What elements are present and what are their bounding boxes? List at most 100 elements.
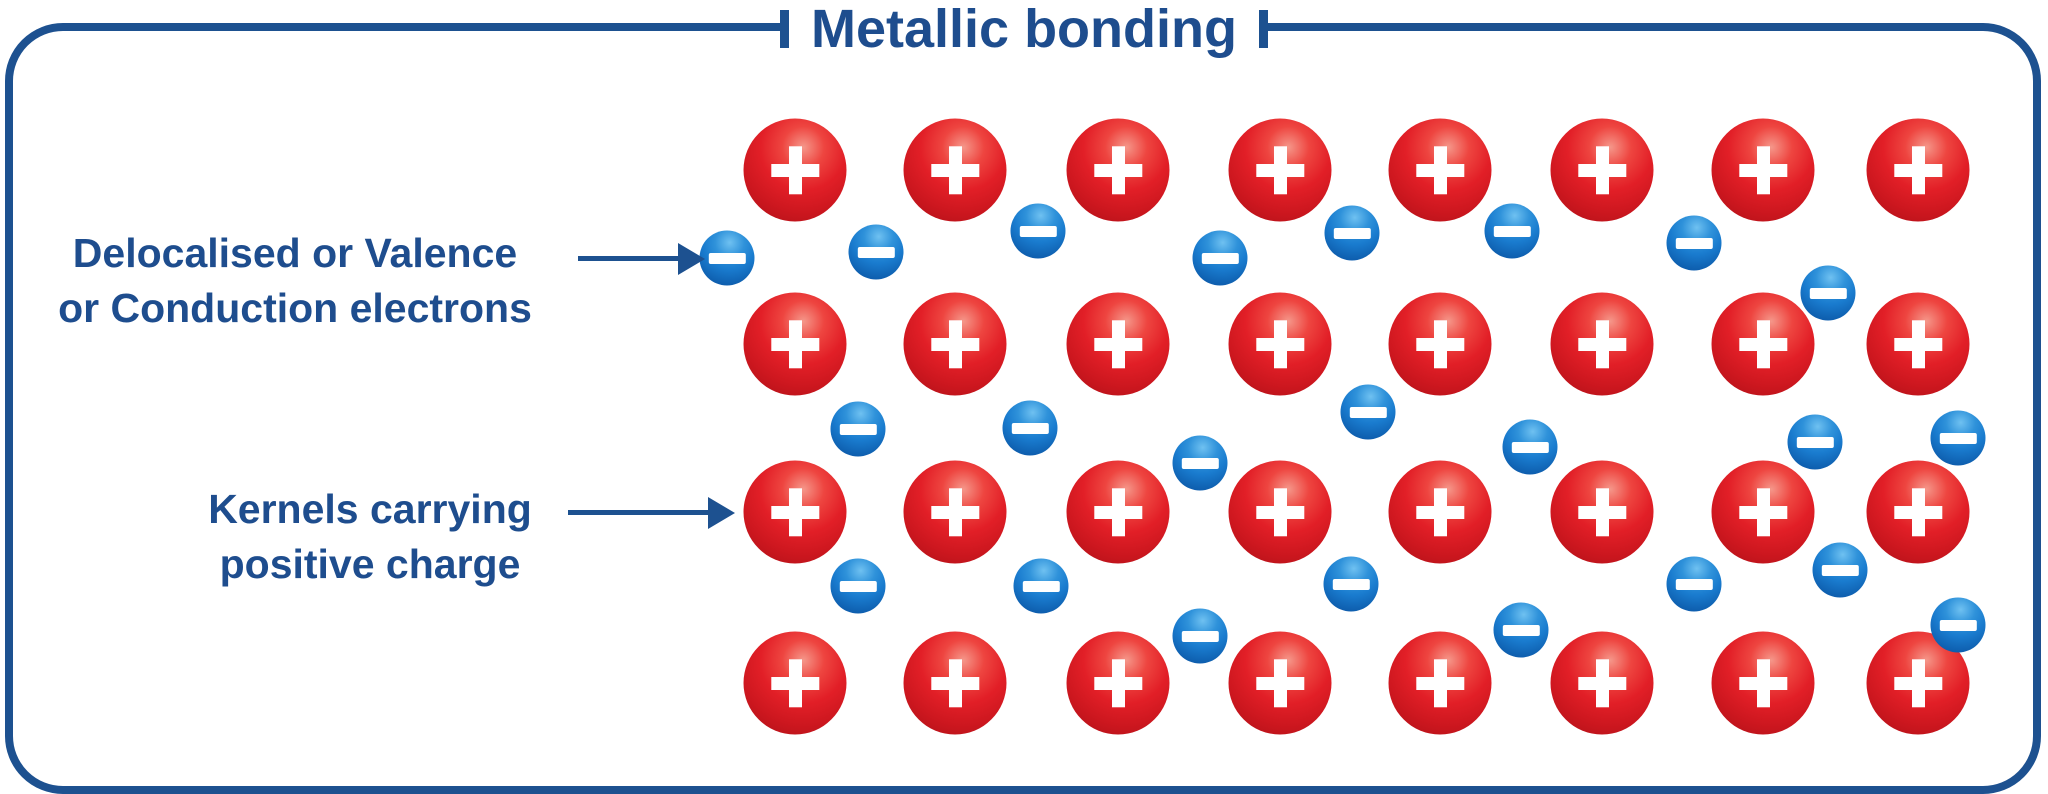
- plus-icon: [1389, 293, 1492, 396]
- electron-sphere: [830, 401, 886, 457]
- minus-icon: [839, 580, 877, 592]
- minus-icon: [1022, 580, 1060, 592]
- plus-icon: [1551, 632, 1654, 735]
- kernel-sphere: [1711, 292, 1815, 396]
- minus-icon: [1332, 578, 1370, 590]
- plus-icon: [1067, 119, 1170, 222]
- kernel-sphere: [1550, 631, 1654, 735]
- electron-sphere: [1013, 558, 1069, 614]
- plus-icon: [1551, 119, 1654, 222]
- kernel-sphere: [1550, 118, 1654, 222]
- kernel-sphere: [1388, 292, 1492, 396]
- minus-icon: [1809, 287, 1847, 299]
- minus-icon: [1349, 406, 1387, 418]
- plus-icon: [1551, 461, 1654, 564]
- electrons-label-line1: Delocalised or Valence: [72, 230, 518, 276]
- minus-icon: [1181, 457, 1219, 469]
- kernel-sphere: [743, 118, 847, 222]
- electron-sphere: [1930, 597, 1986, 653]
- minus-icon: [1502, 624, 1540, 636]
- electron-sphere: [699, 230, 755, 286]
- minus-icon: [1333, 227, 1371, 239]
- plus-icon: [904, 461, 1007, 564]
- plus-icon: [1229, 119, 1332, 222]
- minus-icon: [1511, 441, 1549, 453]
- kernel-sphere: [1866, 118, 1970, 222]
- electron-sphere: [1787, 414, 1843, 470]
- kernel-sphere: [1550, 292, 1654, 396]
- electron-sphere: [1800, 265, 1856, 321]
- minus-icon: [1011, 422, 1049, 434]
- title-band: Metallic bonding: [780, 0, 1268, 58]
- kernel-sphere: [1711, 460, 1815, 564]
- kernel-sphere: [1228, 292, 1332, 396]
- kernel-sphere: [743, 631, 847, 735]
- electron-sphere: [848, 224, 904, 280]
- kernel-sphere: [1866, 460, 1970, 564]
- electron-sphere: [830, 558, 886, 614]
- minus-icon: [857, 246, 895, 258]
- title-left-tick: [780, 10, 789, 48]
- kernel-sphere: [1388, 460, 1492, 564]
- minus-icon: [1939, 619, 1977, 631]
- electron-sphere: [1666, 556, 1722, 612]
- plus-icon: [1389, 632, 1492, 735]
- plus-icon: [744, 119, 847, 222]
- electron-sphere: [1340, 384, 1396, 440]
- electron-sphere: [1493, 602, 1549, 658]
- kernels-pointer-arrow: [568, 510, 708, 515]
- kernels-label-line2: positive charge: [219, 541, 521, 587]
- plus-icon: [1067, 461, 1170, 564]
- kernel-sphere: [1066, 118, 1170, 222]
- electron-sphere: [1930, 410, 1986, 466]
- plus-icon: [1712, 461, 1815, 564]
- kernel-sphere: [1066, 460, 1170, 564]
- kernel-sphere: [1388, 118, 1492, 222]
- kernel-sphere: [1228, 460, 1332, 564]
- kernel-sphere: [903, 118, 1007, 222]
- kernel-sphere: [903, 460, 1007, 564]
- plus-icon: [1551, 293, 1654, 396]
- title-right-tick: [1259, 10, 1268, 48]
- plus-icon: [1067, 632, 1170, 735]
- minus-icon: [1181, 630, 1219, 642]
- plus-icon: [1867, 293, 1970, 396]
- kernel-sphere: [1711, 118, 1815, 222]
- plus-icon: [1867, 461, 1970, 564]
- plus-icon: [1712, 293, 1815, 396]
- kernel-sphere: [1866, 292, 1970, 396]
- electron-sphere: [1502, 419, 1558, 475]
- kernels-label: Kernels carrying positive charge: [150, 482, 590, 592]
- plus-icon: [904, 119, 1007, 222]
- plus-icon: [1867, 632, 1970, 735]
- minus-icon: [1675, 237, 1713, 249]
- minus-icon: [839, 423, 877, 435]
- kernel-sphere: [903, 631, 1007, 735]
- minus-icon: [1821, 564, 1859, 576]
- electron-sphere: [1666, 215, 1722, 271]
- plus-icon: [1067, 293, 1170, 396]
- minus-icon: [1019, 225, 1057, 237]
- electron-sphere: [1323, 556, 1379, 612]
- electron-sphere: [1484, 203, 1540, 259]
- minus-icon: [1675, 578, 1713, 590]
- plus-icon: [1229, 632, 1332, 735]
- electrons-pointer-arrow: [578, 256, 678, 261]
- electron-sphere: [1002, 400, 1058, 456]
- plus-icon: [744, 293, 847, 396]
- minus-icon: [1939, 432, 1977, 444]
- kernel-sphere: [743, 460, 847, 564]
- plus-icon: [1867, 119, 1970, 222]
- plus-icon: [904, 632, 1007, 735]
- electrons-label-line2: or Conduction electrons: [58, 285, 532, 331]
- minus-icon: [1493, 225, 1531, 237]
- diagram-title: Metallic bonding: [811, 0, 1237, 59]
- minus-icon: [1796, 436, 1834, 448]
- plus-icon: [904, 293, 1007, 396]
- plus-icon: [1389, 119, 1492, 222]
- kernel-sphere: [1550, 460, 1654, 564]
- kernel-sphere: [903, 292, 1007, 396]
- minus-icon: [1201, 252, 1239, 264]
